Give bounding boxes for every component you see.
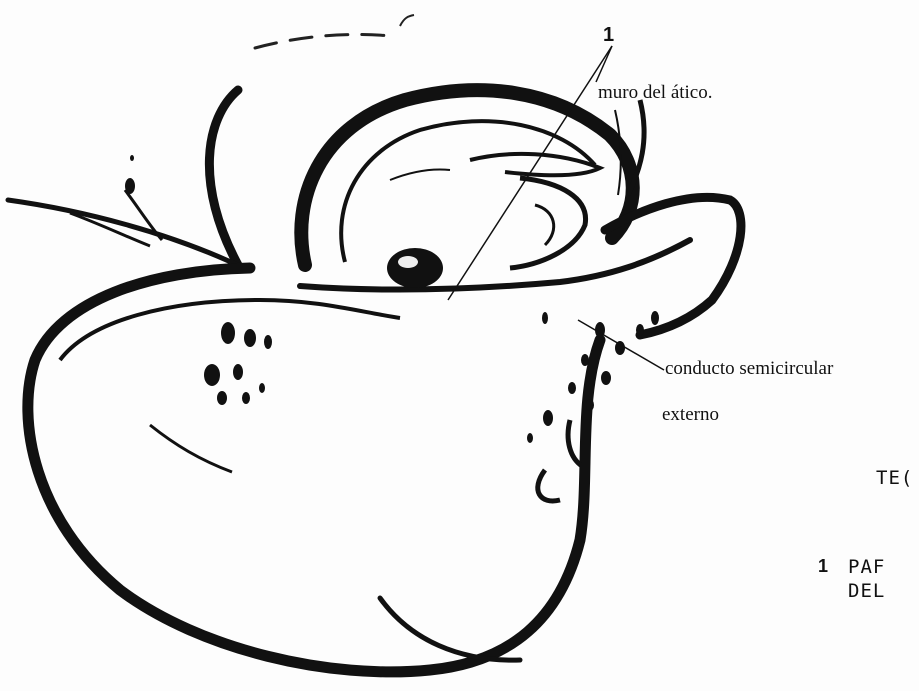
upper-tick-stroke <box>400 15 414 26</box>
main-body-outline-stroke <box>28 268 600 672</box>
label-muro-del-atico: muro del ático. <box>598 82 713 104</box>
label-conducto-semicircular: conducto semicircular <box>665 358 833 380</box>
side-heading-fragment: TE( <box>876 467 913 489</box>
ossicle-head-mark <box>387 248 443 288</box>
legend-line-1: PAF <box>848 556 885 578</box>
callout-1-leader-line-2 <box>596 46 612 82</box>
ossicle-head-highlight-mark <box>398 256 418 268</box>
ossicle-body-stroke <box>510 178 586 268</box>
left-inner-sweep-stroke <box>150 425 232 472</box>
label-externo: externo <box>662 404 719 426</box>
attic-outer-rim-stroke <box>301 90 632 265</box>
nerve-twig-stroke <box>125 190 162 240</box>
attic-inner-rim-stroke <box>341 121 595 262</box>
nerve-bud-mark <box>130 155 134 161</box>
air-cells-left-group <box>204 322 272 405</box>
legend-number-1: 1 <box>818 556 828 577</box>
inner-scribble-stroke <box>390 169 450 180</box>
upper-contour-stroke <box>255 35 392 49</box>
legend-line-2: DEL <box>848 580 885 602</box>
attic-floor-stroke <box>300 240 690 289</box>
ossicle-inner-stroke <box>535 205 554 245</box>
left-wing-stroke <box>209 90 238 265</box>
callout-number-1: 1 <box>603 24 614 47</box>
air-cells-right-group <box>527 311 659 501</box>
nerve-bud-mark <box>125 178 135 194</box>
